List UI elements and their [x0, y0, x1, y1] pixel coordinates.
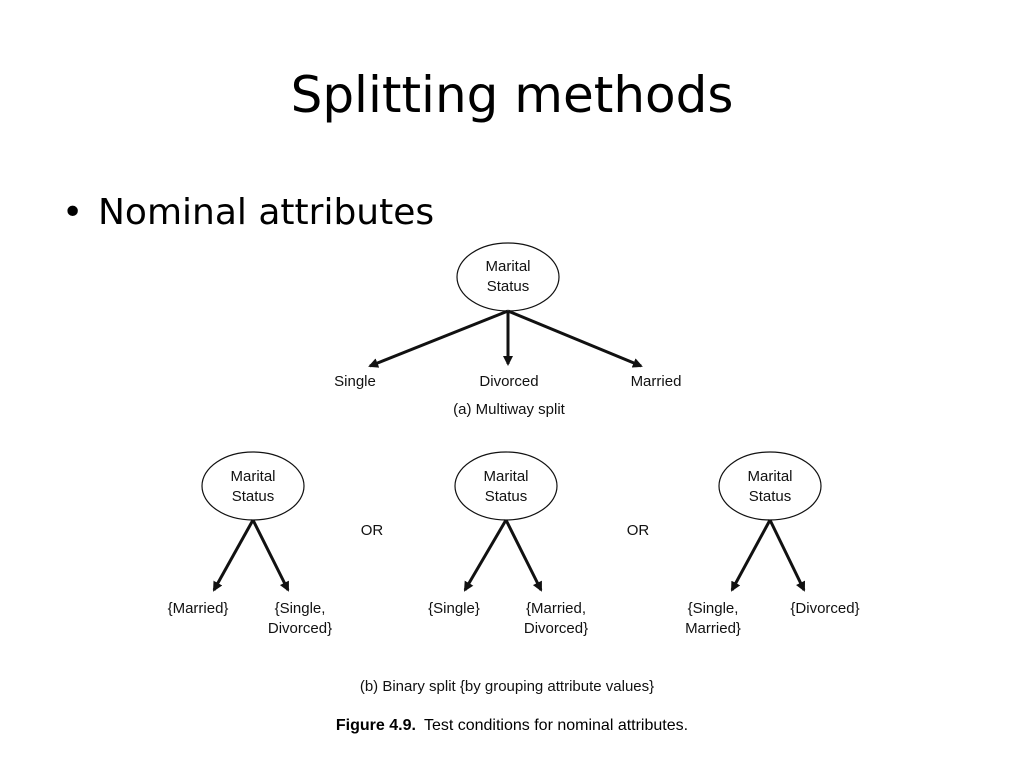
binary-tree-1-left-leaf: {Married}: [168, 600, 229, 617]
binary-tree-2-root-node: [454, 451, 558, 521]
binary-tree-1-edge-left: [212, 519, 255, 592]
multiway-leaf-married: Married: [631, 373, 682, 390]
binary-tree-3-root-node: [718, 451, 822, 521]
binary-tree-1-edge-right: [251, 519, 290, 592]
binary-tree-2: Marital Status {Single} {Married, Divorc…: [428, 451, 588, 637]
binary-caption: (b) Binary split {by grouping attribute …: [360, 678, 654, 695]
multiway-tree: Marital Status Single Divorced Married (…: [334, 242, 682, 418]
binary-tree-2-edge-left: [463, 519, 508, 592]
figure-caption: Figure 4.9. Test conditions for nominal a…: [0, 714, 1024, 738]
multiway-caption: (a) Multiway split: [453, 401, 566, 418]
bullet-item: • Nominal attributes: [62, 188, 434, 238]
binary-tree-3-edge-left: [730, 519, 772, 592]
binary-tree-3-root-line-2: Status: [749, 488, 792, 505]
or-label-2: OR: [627, 522, 650, 539]
multiway-edge-single: [368, 309, 509, 368]
binary-tree-2-right-leaf-line-2: Divorced}: [524, 620, 588, 637]
binary-tree-1-right-leaf-line-2: Divorced}: [268, 620, 332, 637]
binary-tree-1: Marital Status {Married} {Single, Divorc…: [168, 451, 332, 637]
multiway-root-node: [456, 242, 560, 312]
binary-tree-3-edge-right: [768, 519, 806, 592]
binary-tree-3-root-line-1: Marital: [747, 468, 792, 485]
multiway-leaf-divorced: Divorced: [479, 373, 538, 390]
binary-tree-1-root-line-2: Status: [232, 488, 275, 505]
multiway-edge-married: [507, 309, 643, 368]
or-label-1: OR: [361, 522, 384, 539]
binary-tree-1-root-line-1: Marital: [230, 468, 275, 485]
multiway-leaf-single: Single: [334, 373, 376, 390]
multiway-root-line-1: Marital: [485, 258, 530, 275]
figure-label: Figure 4.9.: [335, 717, 416, 734]
binary-tree-2-left-leaf: {Single}: [428, 600, 480, 617]
figure-caption-text: Test conditions for nominal attributes.: [423, 717, 689, 734]
binary-tree-2-root-line-1: Marital: [483, 468, 528, 485]
binary-tree-2-right-leaf-line-1: {Married,: [526, 600, 586, 617]
binary-tree-2-edge-right: [504, 519, 543, 592]
slide-title: Splitting methods: [290, 66, 734, 124]
binary-tree-1-root-node: [201, 451, 305, 521]
binary-tree-3: Marital Status {Single, Married} {Divorc…: [685, 451, 860, 637]
binary-tree-1-right-leaf-line-1: {Single,: [275, 600, 326, 617]
binary-tree-3-right-leaf: {Divorced}: [790, 600, 859, 617]
binary-tree-3-left-leaf-line-1: {Single,: [688, 600, 739, 617]
bullet-text: Nominal attributes: [98, 192, 435, 233]
bullet-symbol: •: [62, 192, 84, 233]
binary-tree-2-root-line-2: Status: [485, 488, 528, 505]
binary-tree-3-left-leaf-line-2: Married}: [685, 620, 741, 637]
multiway-root-line-2: Status: [487, 278, 530, 295]
